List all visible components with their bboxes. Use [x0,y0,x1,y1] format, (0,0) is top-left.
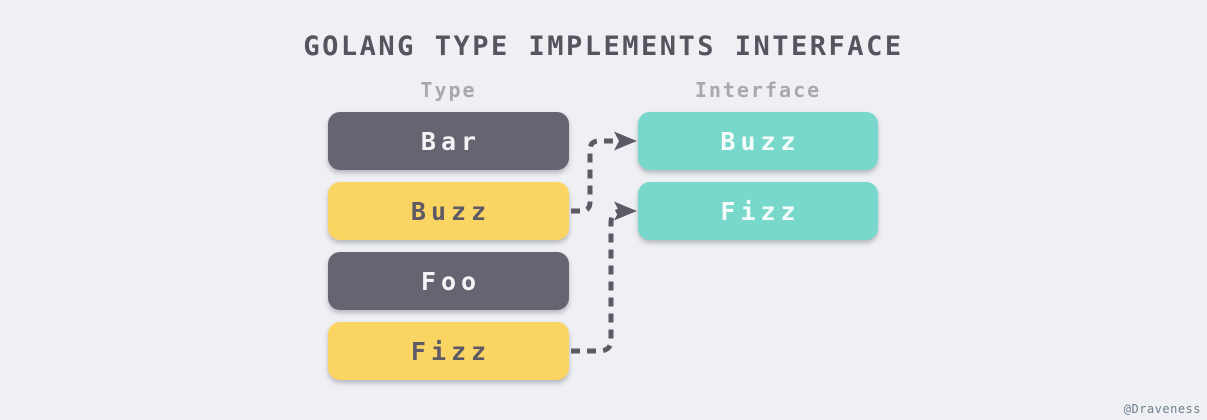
arrow-buzz-to-buzz-line [571,138,615,214]
type-box-fizz-label: Fizz [410,336,492,366]
type-box-foo-label: Foo [420,266,482,296]
watermark: @Draveness [1123,402,1201,416]
column-label-type: Type [420,78,477,102]
type-box-foo: Foo [328,252,569,310]
diagram-title: GOLANG TYPE IMPLEMENTS INTERFACE [303,31,904,62]
arrow-buzz-to-buzz-head [614,131,637,151]
interface-box-buzz: Buzz [638,112,878,170]
column-label-interface: Interface [694,78,822,102]
interface-box-fizz-label: Fizz [720,196,801,226]
type-box-buzz: Buzz [328,182,569,240]
arrow-fizz-to-fizz-head [614,201,637,221]
type-box-fizz: Fizz [328,322,569,380]
type-box-buzz-label: Buzz [410,196,492,226]
type-box-bar: Bar [328,112,569,170]
interface-box-buzz-label: Buzz [720,126,801,156]
interface-box-fizz: Fizz [638,182,878,240]
arrow-fizz-to-fizz-line [571,208,623,354]
type-box-bar-label: Bar [420,126,482,156]
